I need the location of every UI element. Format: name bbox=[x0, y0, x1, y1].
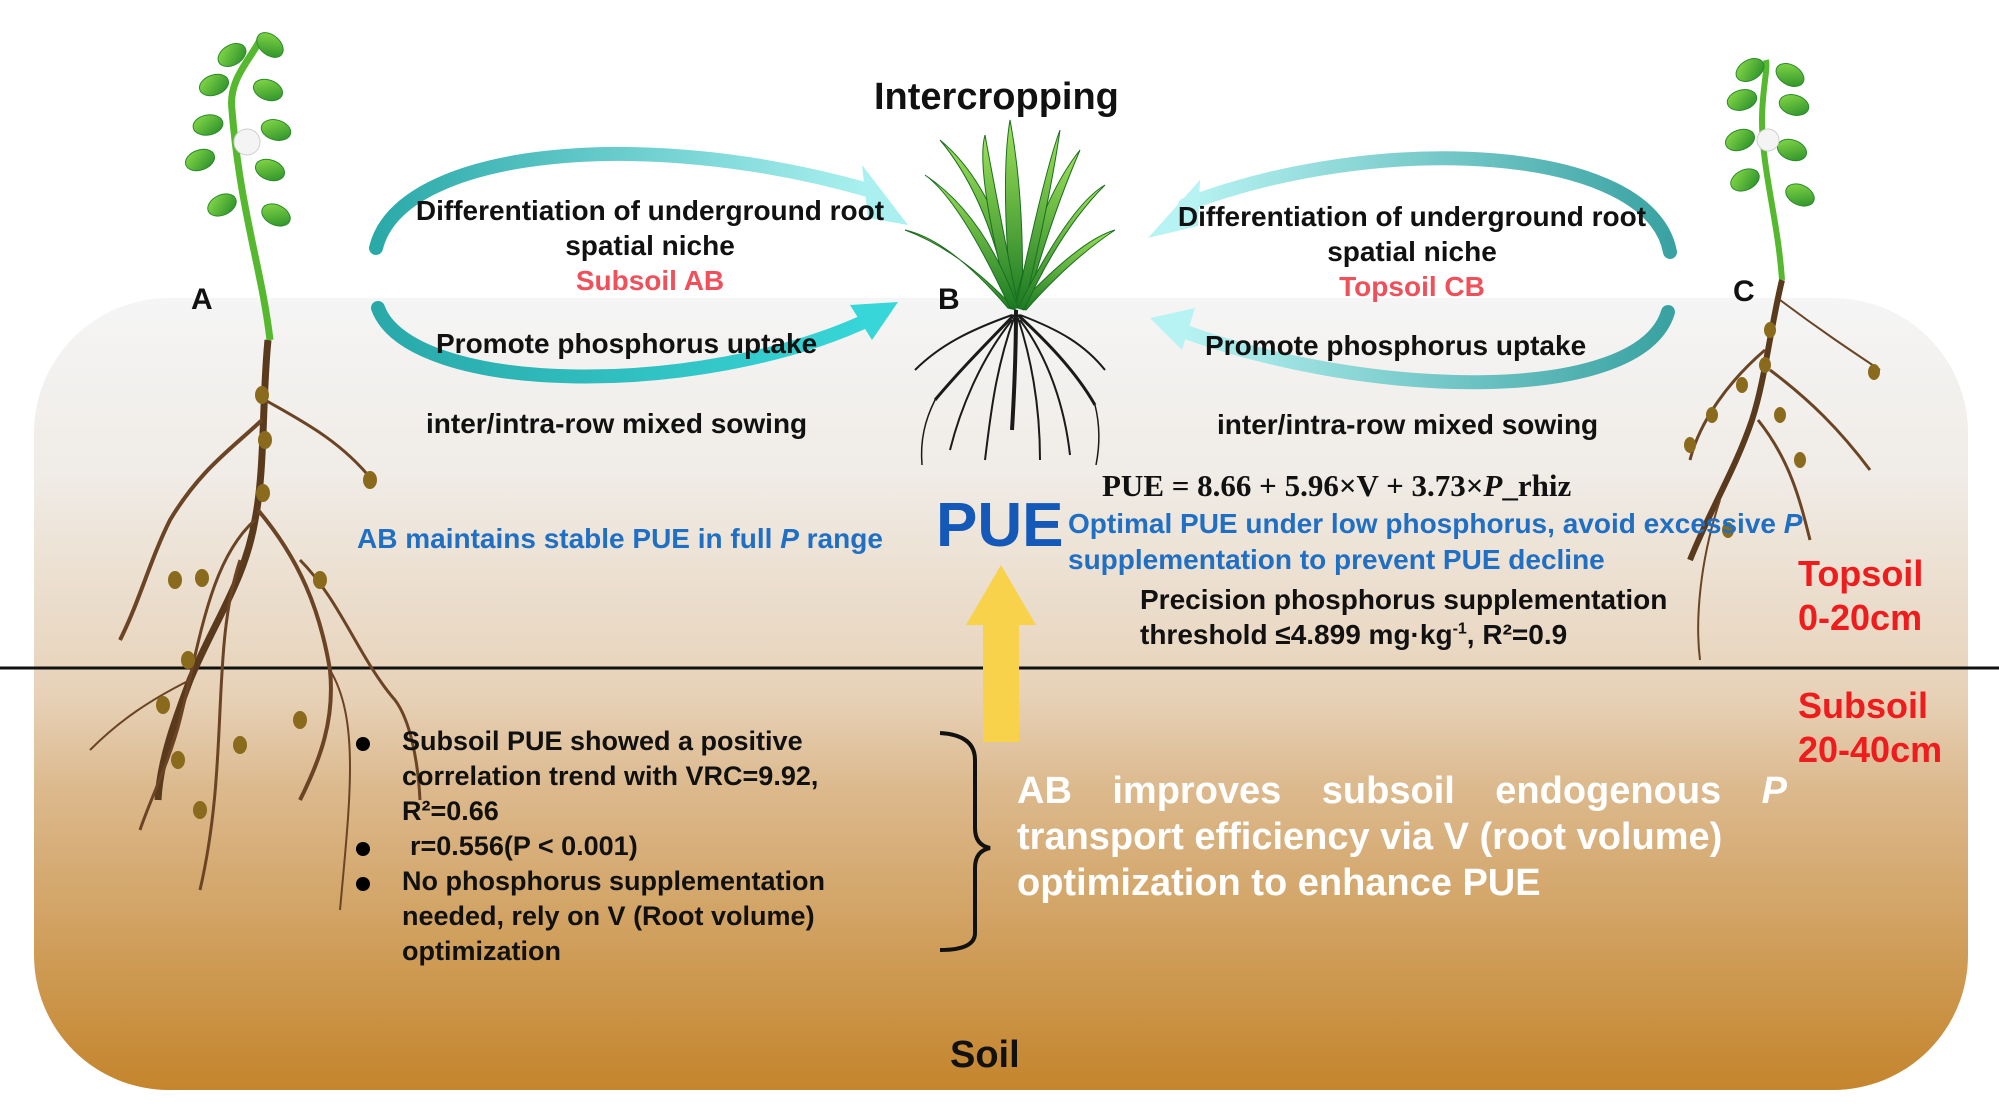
bullet-item: Subsoil PUE showed a positive correlatio… bbox=[356, 724, 916, 829]
bullet-item: r=0.556(P < 0.001) bbox=[356, 829, 916, 864]
topsoil-label: Topsoil bbox=[1798, 553, 1924, 594]
subsoil-bullet-list: Subsoil PUE showed a positive correlatio… bbox=[356, 724, 916, 969]
conclusion-line1: AB improves subsoil endogenous P bbox=[1017, 770, 1787, 812]
label-a: A bbox=[191, 283, 213, 316]
right-cycle-arrows bbox=[1148, 151, 1677, 390]
threshold-line1: Precision phosphorus supplementation bbox=[1140, 584, 1668, 615]
bullet-dot bbox=[356, 842, 370, 856]
plant-c bbox=[1684, 53, 1881, 661]
right-pue-note-line1: Optimal PUE under low phosphorus, avoid … bbox=[1068, 508, 1803, 539]
bullet-dot bbox=[356, 877, 370, 891]
left-niche-line1: Differentiation of underground root bbox=[415, 195, 885, 226]
threshold-line2: threshold ≤4.899 mg·kg-1, R²=0.9 bbox=[1140, 619, 1568, 650]
diagram-title: Intercropping bbox=[874, 76, 1119, 118]
subsoil-conclusion: AB improves subsoil endogenous P transpo… bbox=[1017, 768, 1787, 906]
label-c: C bbox=[1733, 275, 1755, 308]
left-niche-line2: spatial niche bbox=[565, 230, 735, 261]
left-cycle-arrows bbox=[369, 146, 908, 384]
left-promote-label: Promote phosphorus uptake bbox=[436, 328, 818, 359]
bullet-item: No phosphorus supplementation needed, re… bbox=[356, 864, 916, 969]
subsoil-label: Subsoil bbox=[1798, 685, 1929, 726]
left-sowing-label: inter/intra-row mixed sowing bbox=[426, 408, 808, 439]
soil-label: Soil bbox=[950, 1034, 1020, 1076]
bullets-bracket bbox=[939, 731, 991, 952]
conclusion-line2: transport efficiency via V (root volume) bbox=[1017, 816, 1723, 858]
right-promote-label: Promote phosphorus uptake bbox=[1205, 330, 1587, 361]
topsoil-depth: 0-20cm bbox=[1798, 597, 1923, 638]
plant-b bbox=[904, 119, 1116, 466]
right-niche-line1: Differentiation of underground root bbox=[1177, 201, 1647, 232]
pue-label: PUE bbox=[936, 491, 1064, 560]
up-arrow bbox=[966, 565, 1036, 742]
plant-a bbox=[89, 27, 422, 911]
left-pue-note: AB maintains stable PUE in full P range bbox=[357, 523, 883, 554]
left-highlight: Subsoil AB bbox=[575, 265, 725, 296]
label-b: B bbox=[938, 283, 960, 316]
subsoil-depth: 20-40cm bbox=[1798, 729, 1943, 770]
conclusion-line3: optimization to enhance PUE bbox=[1017, 862, 1541, 904]
right-highlight: Topsoil CB bbox=[1339, 271, 1485, 302]
right-pue-note-line2: supplementation to prevent PUE decline bbox=[1068, 544, 1605, 575]
pue-equation: PUE = 8.66 + 5.96×V + 3.73×P_rhiz bbox=[1102, 468, 1572, 503]
bullet-dot bbox=[356, 737, 370, 751]
right-niche-line2: spatial niche bbox=[1327, 236, 1497, 267]
right-sowing-label: inter/intra-row mixed sowing bbox=[1217, 409, 1599, 440]
